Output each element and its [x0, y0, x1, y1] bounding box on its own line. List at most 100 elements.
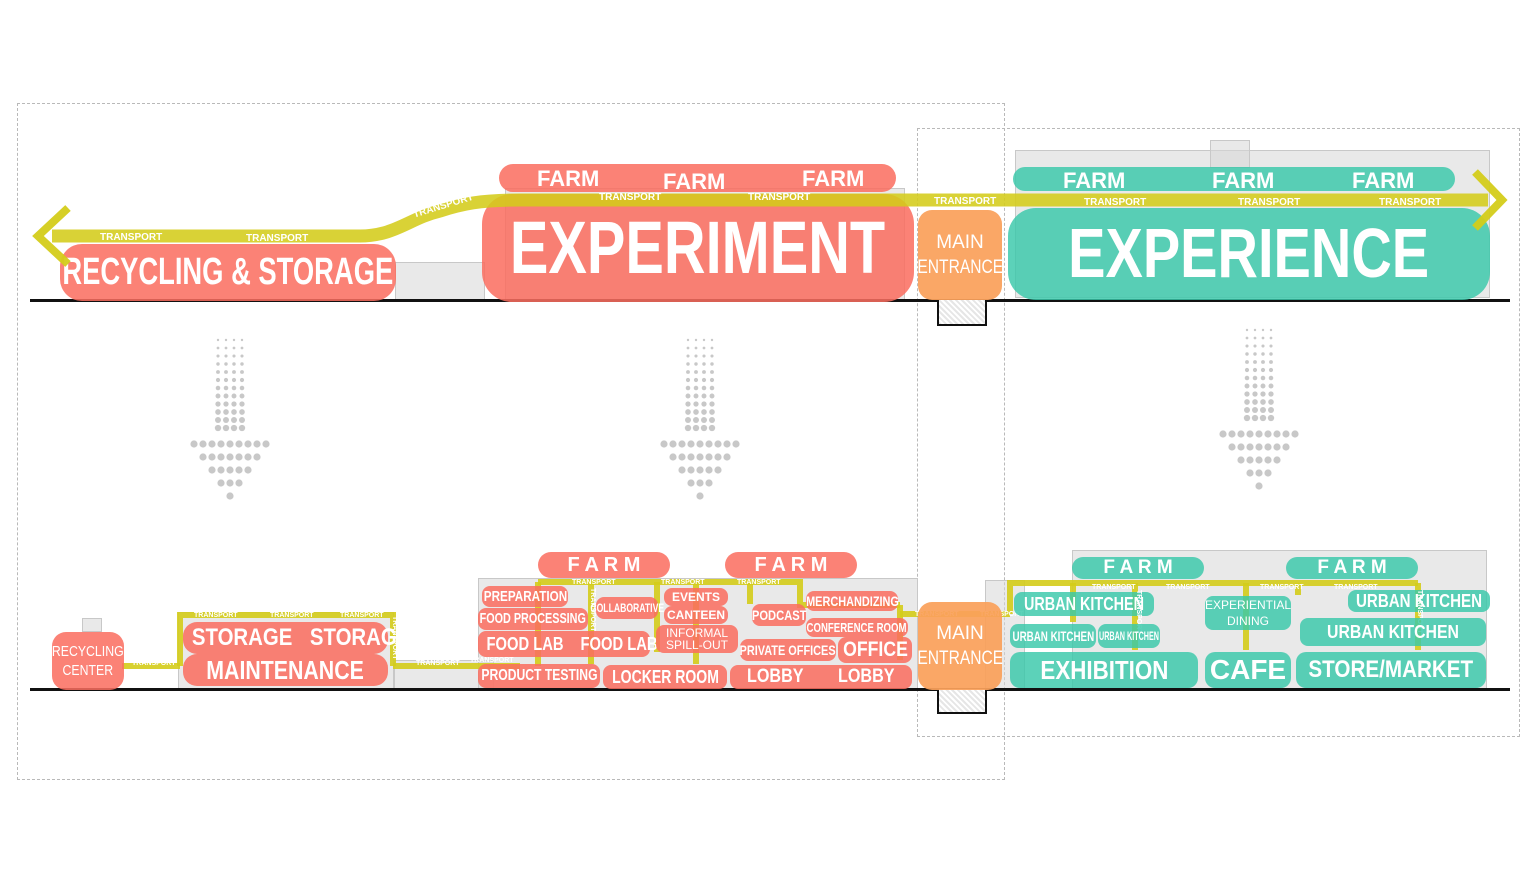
transport-label: TRANSPORT [748, 192, 811, 203]
food-lab-block: FOOD LAB FOOD LAB [478, 631, 658, 657]
lobby-block: LOBBY LOBBY [730, 665, 912, 689]
collaborative-block: COLLABORATIVE [590, 597, 664, 619]
lobby-label: LOBBY [747, 666, 804, 688]
farm-bar-experience [1013, 167, 1455, 191]
transport-label: TRANSPORT [599, 192, 662, 203]
recycling-center-block: RECYCLING CENTER [52, 632, 124, 690]
transport-label: TRANSPORT [194, 612, 238, 619]
transport-label: TRANSPORT [572, 579, 616, 586]
storage-block: STORAGE STORAGE [183, 622, 411, 654]
urban-kitchen-block: URBAN KITCHEN [1010, 624, 1096, 648]
locker-room-block: LOCKER ROOM [603, 665, 727, 689]
transport-label: TRANSPORT [270, 612, 314, 619]
transport-label: TRANSPORT [1238, 197, 1301, 208]
events-label: EVENTS [671, 589, 720, 604]
recycling-center-label-line1: RECYCLING [52, 642, 124, 660]
farm-label: FARM [537, 166, 600, 191]
canteen-label: CANTEEN [666, 607, 725, 622]
transport-label: TRANSPORT [470, 657, 514, 664]
urban-kitchen-label: URBAN KITCHEN [1327, 621, 1459, 642]
food-lab-label: FOOD LAB [580, 633, 658, 654]
transport-label: TRANSPORT [1166, 584, 1210, 591]
urban-kitchen-label: URBAN KITCHEN [1099, 628, 1159, 643]
transport-label: TRANSPORT [1084, 197, 1147, 208]
podcast-block: PODCAST [752, 604, 806, 626]
food-processing-label: FOOD PROCESSING [479, 610, 587, 628]
preparation-label: PREPARATION [483, 587, 567, 605]
conference-room-block: CONFERENCE ROOM [806, 618, 908, 637]
experiential-label-line1: EXPERIENTIAL [1204, 598, 1292, 613]
locker-room-label: LOCKER ROOM [611, 666, 719, 687]
transport-label-vertical: TRANSPORT [391, 616, 398, 660]
farm-label: FARM [1063, 168, 1126, 193]
urban-kitchen-label: URBAN KITCHEN [1356, 590, 1482, 611]
farm-block-experience: F A R M [1072, 557, 1204, 579]
farm-block-experiment: F A R M [538, 552, 670, 578]
farm-label: F A R M [567, 553, 641, 576]
preparation-block: PREPARATION [482, 586, 568, 607]
cafe-label: CAFE [1209, 653, 1287, 685]
farm-label: FARM [663, 169, 726, 194]
informal-label-line2: SPILL-OUT [665, 638, 728, 652]
zone-box-west [17, 103, 1005, 780]
transport-label: TRANSPORT [1334, 584, 1378, 591]
recycling-storage-label: RECYCLING & STORAGE [62, 251, 394, 294]
dotted-arrow-icon [190, 338, 270, 500]
exhibition-block: EXHIBITION [1010, 652, 1198, 688]
food-processing-block: FOOD PROCESSING [478, 608, 588, 630]
urban-kitchen-block: URBAN KITCHEN [1300, 618, 1486, 646]
main-entrance-block-lower: MAIN ENTRANCE [917, 602, 1003, 690]
events-block: EVENTS [664, 588, 728, 606]
exhibition-label: EXHIBITION [1040, 654, 1168, 685]
lobby-label: LOBBY [838, 666, 895, 688]
private-offices-block: PRIVATE OFFICES [740, 639, 836, 661]
farm-block-experience: F A R M [1286, 557, 1418, 579]
farm-label: F A R M [1317, 557, 1387, 579]
transport-label: TRANSPORT [416, 660, 460, 667]
farm-label: FARM [1212, 168, 1275, 193]
merchandizing-block: MERCHANDIZING [806, 591, 898, 611]
private-offices-label: PRIVATE OFFICES [739, 641, 837, 658]
transport-label: TRANSPORT [934, 196, 997, 207]
office-label: OFFICE [842, 638, 908, 662]
store-market-label: STORE/MARKET [1308, 655, 1474, 683]
experiential-label-line2: DINING [1227, 613, 1269, 628]
experience-block: EXPERIENCE [1008, 208, 1490, 300]
dotted-arrow-icon [1219, 328, 1299, 490]
farm-block-experiment: F A R M [725, 552, 857, 578]
experiment-label: EXPERIMENT [510, 206, 886, 290]
store-market-block: STORE/MARKET [1296, 652, 1486, 688]
farm-label: FARM [802, 166, 865, 191]
urban-kitchen-label: URBAN KITCHEN [1012, 627, 1094, 644]
zone-box-east [917, 128, 1520, 737]
farm-bar-experiment [499, 164, 896, 192]
transport-label: TRANSPORT [1260, 584, 1304, 591]
informal-spill-out-block: INFORMAL SPILL-OUT [656, 625, 738, 653]
building-silhouette [82, 618, 102, 632]
canteen-block: CANTEEN [664, 606, 728, 624]
informal-label-line1: INFORMAL [665, 625, 728, 640]
main-entrance-label-line2: ENTRANCE [917, 648, 1003, 669]
urban-kitchen-label: URBAN KITCHEN [1024, 593, 1144, 614]
experience-label: EXPERIENCE [1068, 214, 1430, 293]
food-lab-label: FOOD LAB [486, 633, 564, 654]
transport-label: TRANSPORT [100, 232, 163, 243]
farm-label: F A R M [754, 553, 828, 576]
transport-label: TRANSPORT [340, 612, 384, 619]
urban-kitchen-block: URBAN KITCHEN [1098, 624, 1160, 648]
main-entrance-block-upper: MAIN ENTRANCE [917, 210, 1003, 300]
transport-label: TRANSPORT [132, 660, 176, 667]
main-entrance-label-line1: MAIN [936, 231, 984, 253]
entrance-pit-upper [937, 300, 987, 326]
conference-room-label: CONFERENCE ROOM [807, 619, 907, 635]
main-entrance-label-line2: ENTRANCE [917, 257, 1003, 278]
podcast-label: PODCAST [751, 606, 807, 623]
product-testing-block: PRODUCT TESTING [478, 664, 600, 688]
maintenance-block: MAINTENANCE [183, 654, 388, 686]
urban-kitchen-block: URBAN KITCHEN [1014, 592, 1154, 616]
recycling-center-label-line2: CENTER [62, 662, 114, 679]
transport-label: TRANSPORT [1379, 197, 1442, 208]
